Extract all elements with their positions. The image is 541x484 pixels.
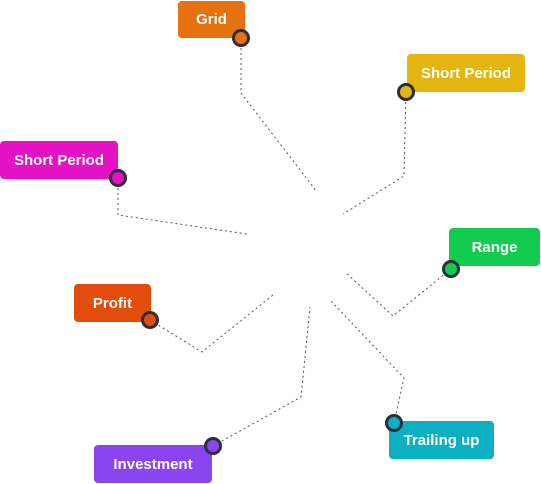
connector-investment [212,306,311,447]
tag-investment: Investment [94,445,212,483]
connector-trailing-up [329,299,405,424]
tag-short-period-right-label: Short Period [420,64,511,82]
tag-trailing-up-label: Trailing up [403,431,480,449]
tag-profit-label: Profit [92,294,133,312]
trailing-up-connector-dot [385,414,403,432]
short-period-left-connector-dot [109,169,127,187]
tag-grid-label: Grid [196,11,227,28]
connector-short-period-right [342,91,407,215]
profit-connector-dot [141,311,159,329]
grid-connector-dot [232,29,250,47]
tag-short-period-left: Short Period [0,141,118,179]
tag-short-period-left-label: Short Period [13,151,104,169]
tag-range-label: Range [471,238,518,256]
investment-connector-dot [204,437,222,455]
short-period-right-connector-dot [397,83,415,101]
connector-short-period-left [117,178,248,235]
tag-trailing-up: Trailing up [389,421,494,459]
connector-range [345,268,452,317]
tag-profit: Profit [74,284,151,322]
connector-profit [149,294,274,353]
range-connector-dot [442,260,460,278]
tag-range: Range [449,228,540,266]
connector-grid [240,38,318,193]
tag-investment-label: Investment [113,455,193,473]
tag-short-period-right: Short Period [407,54,525,92]
